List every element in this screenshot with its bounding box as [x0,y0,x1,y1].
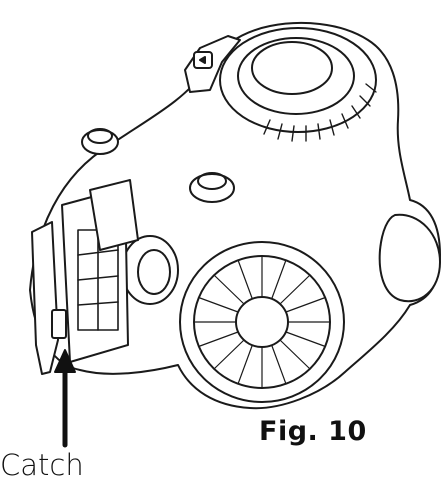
catch-latch [31,221,59,375]
filter-door-hinge-flap [89,179,139,251]
handle-arrow-icon [199,56,206,64]
middle-knob-cap [197,172,227,190]
dust-bin-inner-ring [237,37,355,115]
catch-label: Catch [0,448,84,482]
left-knob-cap [87,128,113,144]
rear-wheel [378,213,441,303]
dust-bin-top-ring [219,27,377,133]
bin-rib-pattern [263,83,377,142]
dust-bin-center [251,41,333,95]
figure-caption: Fig. 10 [259,416,367,447]
catch-tab [51,309,67,339]
callout-arrow-head [54,349,76,373]
wheel-spoke-pattern [193,255,331,389]
hose-inlet-inner [137,249,171,295]
